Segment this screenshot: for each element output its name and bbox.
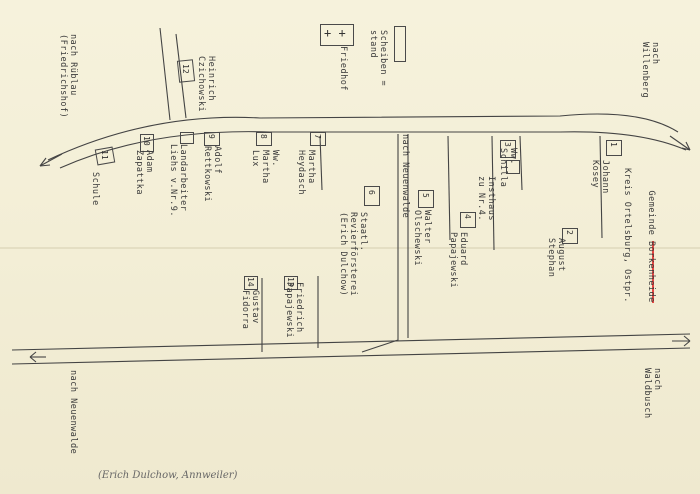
- lower-road-upper-edge: [11, 333, 691, 351]
- house-1-label: Johann Kosey: [590, 160, 610, 194]
- house-13-box: [284, 276, 298, 290]
- cemetery-label: Friedhof: [338, 46, 348, 91]
- side-road-left: [361, 134, 399, 353]
- plot-line-1: [599, 135, 603, 239]
- house-4-box: [460, 212, 476, 228]
- plot-line-3b: [519, 135, 523, 191]
- house-2-number: 2: [565, 230, 574, 235]
- house-8-number: 8: [259, 134, 268, 139]
- landarbeiter-label: Landarbeiter Liehs v.Nr.9.: [168, 144, 188, 218]
- cemetery-box: [320, 24, 354, 46]
- house-8-label: Ww. Martha Lux: [250, 150, 280, 184]
- shooting-range-box: [394, 26, 406, 62]
- direction-top-right: nach Willenberg: [640, 42, 660, 99]
- plot-line-3a: [491, 135, 495, 251]
- house-10-box: [140, 134, 154, 152]
- direction-bottom-right: nach Waldbusch: [642, 368, 662, 419]
- house-6-label: Staatl. Revierförsterei (Erich Dulchow): [338, 212, 368, 297]
- house-14-label: Gustav Fidorra: [240, 290, 260, 330]
- house-3-box: [500, 140, 516, 158]
- insthaus-box: [506, 160, 520, 174]
- house-12-number: 12: [181, 64, 190, 74]
- direction-middle: nach Neuenwalde: [400, 134, 410, 219]
- house-3-number: 3: [503, 142, 512, 147]
- house-13-label: Friedrich Papajewski: [284, 282, 304, 339]
- house-7-box: [310, 132, 326, 146]
- house-6-box: [364, 186, 380, 206]
- house-2-label: August Stephan: [546, 238, 566, 278]
- house-3-label: Ww. Schilla: [498, 148, 518, 188]
- road-12-right: [175, 33, 187, 119]
- main-road-lower-edge: [59, 131, 687, 169]
- house-7-number: 7: [313, 134, 322, 139]
- landarbeiter-box: [180, 132, 194, 144]
- arrow-top-left: [39, 153, 63, 167]
- house-5-label: Walter Olschewski: [412, 210, 432, 267]
- title-line-2: Kreis Ortelsburg, Ostpr.: [622, 168, 632, 303]
- place-name: Borkenheide: [646, 241, 656, 303]
- house-14-box: [244, 276, 258, 290]
- house-9-box: [204, 132, 220, 146]
- direction-top-left: nach Rüblau (Friedrichshof): [58, 34, 78, 119]
- school-label: Schule: [90, 172, 100, 206]
- house-1-box: [606, 140, 622, 156]
- house-14-number: 14: [246, 277, 255, 287]
- house-13-number: 13: [286, 277, 295, 287]
- house-4-number: 4: [463, 214, 472, 219]
- road-12-left: [159, 27, 171, 121]
- house-7-label: Martha Heydasch: [296, 150, 316, 195]
- house-5-box: [418, 190, 434, 208]
- house-8-box: [256, 132, 272, 146]
- house-11-number: 11: [100, 150, 109, 160]
- direction-bottom-left: nach Neuenwalde: [68, 370, 78, 455]
- house-9-number: 9: [207, 134, 216, 139]
- shooting-range-label: Scheiben = stand: [368, 30, 388, 87]
- house-10-number: 10: [142, 136, 151, 146]
- signature: (Erich Dulchow, Annweiler): [98, 470, 238, 481]
- title-prefix: Gemeinde: [646, 190, 656, 242]
- house-5-number: 5: [421, 193, 430, 198]
- plot-line-4: [447, 135, 451, 241]
- main-road-upper-edge: [47, 113, 679, 161]
- house-9-label: Adolf Rettkowski: [202, 146, 222, 203]
- house-10-label: Adam Zapattka: [134, 150, 154, 195]
- house-1-number: 1: [609, 142, 618, 147]
- house-4-label: Eduard Papajewski: [448, 232, 468, 289]
- lower-road-lower-edge: [11, 347, 691, 365]
- cemetery-cross-icon: + +: [324, 26, 346, 40]
- title-line-1: Gemeinde Borkenheide: [636, 168, 666, 303]
- house-czichowski-label: Heinrich Czichowski: [196, 56, 216, 113]
- house-2-box: [562, 228, 578, 244]
- arrow-top-right: [669, 135, 691, 151]
- house-6-number: 6: [367, 190, 376, 195]
- insthaus-label: Insthaus zu Nr.4.: [476, 176, 496, 221]
